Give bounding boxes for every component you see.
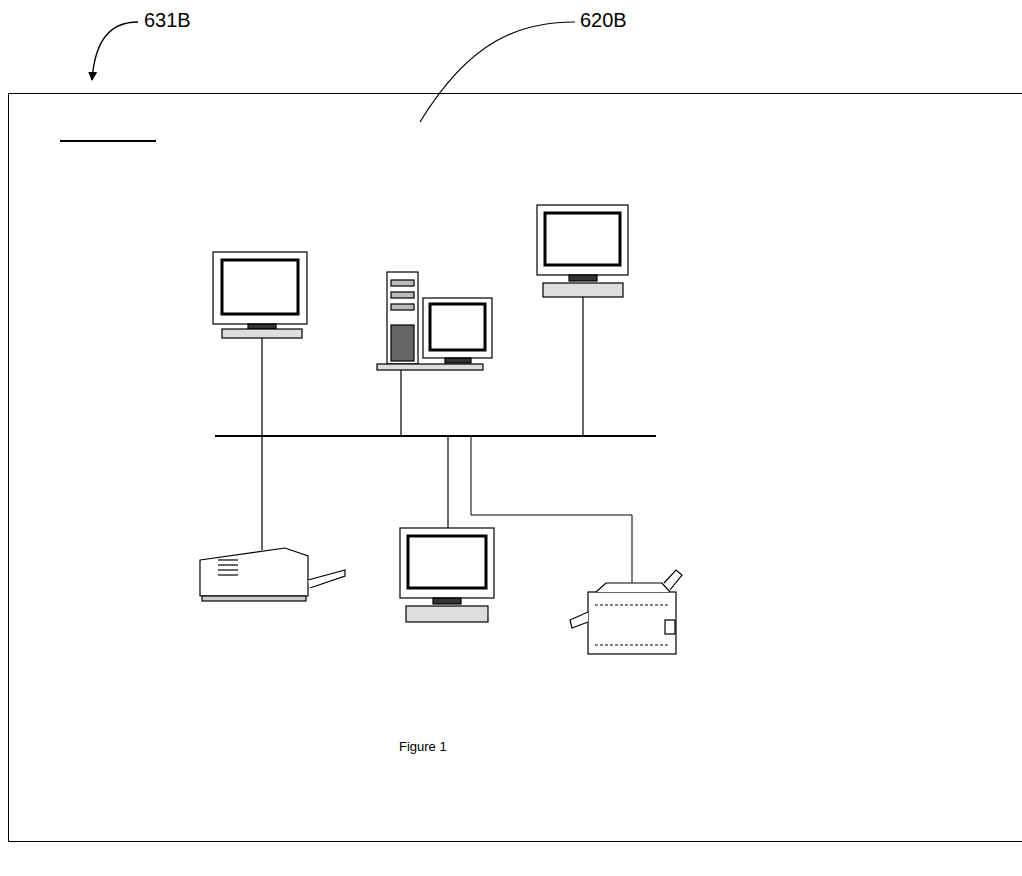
callout-number: 631B [144,9,191,32]
figure-frame: Figure 1 [8,93,1022,842]
callout-number: 620B [580,9,627,32]
figure-caption: Figure 1 [399,739,447,754]
